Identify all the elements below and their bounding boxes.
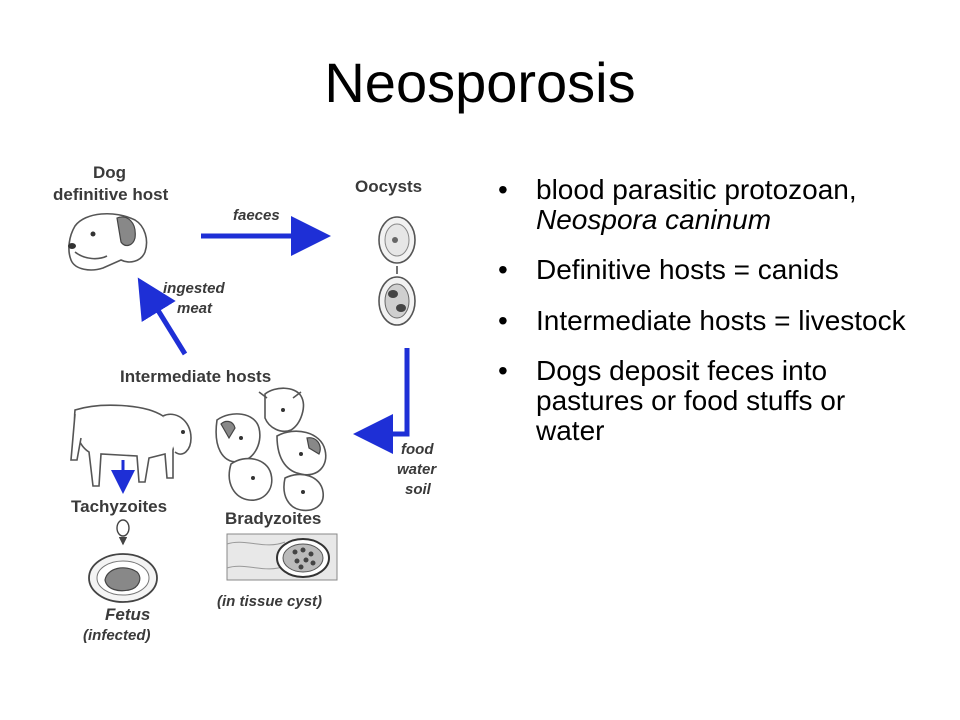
bullet-item: blood parasitic protozoan, Neospora cani… xyxy=(496,174,916,236)
bullet-item: Dogs deposit feces into pastures or food… xyxy=(496,355,916,447)
label-tachyzoites: Tachyzoites xyxy=(71,497,167,516)
tissue-cyst-icon xyxy=(226,533,338,581)
oocyst-icon xyxy=(378,216,416,264)
label-dog: Dog xyxy=(93,163,126,182)
bullet-item: Intermediate hosts = livestock xyxy=(496,305,916,336)
label-bradyzoites: Bradyzoites xyxy=(225,509,321,528)
fetus-icon xyxy=(88,553,158,603)
label-meat: meat xyxy=(177,300,213,317)
slide-title: Neosporosis xyxy=(324,51,636,114)
arrow-food-water-soil xyxy=(353,348,410,454)
label-oocysts: Oocysts xyxy=(355,177,422,196)
label-definitive-host: definitive host xyxy=(53,185,169,204)
label-faeces: faeces xyxy=(233,207,280,224)
label-fetus: Fetus xyxy=(105,605,150,624)
arrow-ingested-meat xyxy=(137,277,188,356)
label-ingested: ingested xyxy=(163,280,226,297)
label-intermediate-hosts: Intermediate hosts xyxy=(120,367,271,386)
sporulated-oocyst-icon xyxy=(378,276,416,326)
tachyzoite-icon xyxy=(116,519,130,546)
dog-icon xyxy=(68,212,148,271)
label-water: water xyxy=(397,461,437,478)
label-food: food xyxy=(401,441,434,458)
bullet-item: Definitive hosts = canids xyxy=(496,255,916,286)
label-soil: soil xyxy=(405,481,432,498)
label-infected: (infected) xyxy=(83,627,151,644)
label-tissue-cyst: (in tissue cyst) xyxy=(217,593,322,610)
species-name: Neospora caninum xyxy=(536,204,772,236)
livestock-group-icon xyxy=(215,387,327,512)
life-cycle-diagram: Dog definitive host faeces Oocysts inges… xyxy=(53,163,437,644)
bullet-list: blood parasitic protozoan, Neospora cani… xyxy=(496,174,916,467)
cow-icon xyxy=(70,404,192,487)
